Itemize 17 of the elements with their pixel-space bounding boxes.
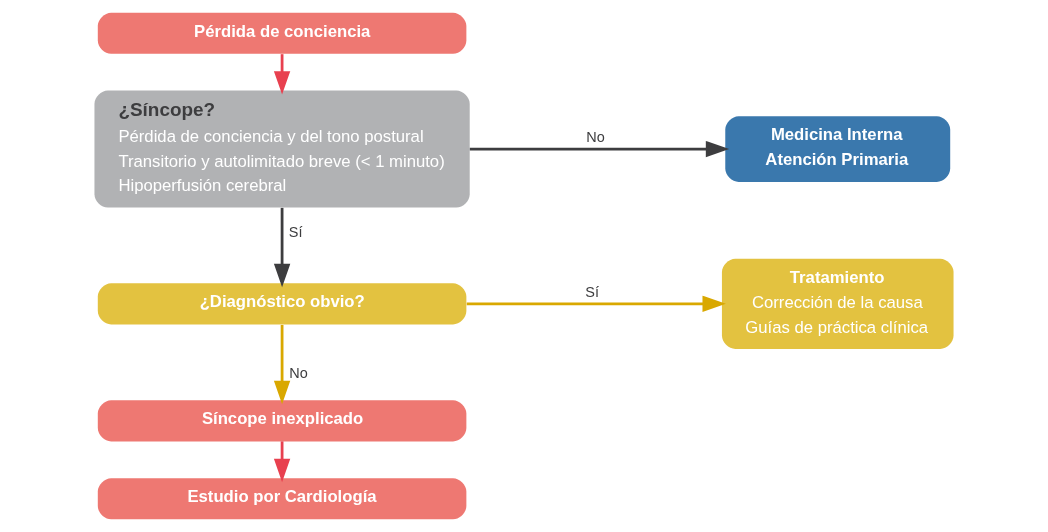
node-box: Medicina Interna Atención Primaria	[725, 116, 951, 182]
arrow	[466, 295, 726, 313]
edge-label: No	[586, 128, 605, 145]
node-box: Tratamiento Corrección de la causa Guías de práctica clínica	[721, 258, 954, 349]
edge-label: No	[289, 365, 308, 382]
node-box: ¿Diagnóstico obvio?	[97, 283, 467, 325]
arrow	[273, 441, 291, 483]
node-box: Pérdida de conciencia	[97, 12, 467, 54]
node-box: Síncope inexplicado	[97, 400, 467, 442]
arrow	[273, 54, 291, 95]
node-box: ¿Síncope? Pérdida de conciencia y del tono postural Transitorio y autolimitado breve (< 1 minuto) Hipoperfusión cerebral	[94, 90, 470, 208]
node-box: Estudio por Cardiología	[97, 478, 467, 520]
arrow	[469, 140, 730, 158]
arrow	[273, 207, 291, 288]
arrow	[273, 324, 291, 405]
edge-label: Sí	[585, 283, 599, 300]
edge-label: Sí	[288, 223, 303, 240]
